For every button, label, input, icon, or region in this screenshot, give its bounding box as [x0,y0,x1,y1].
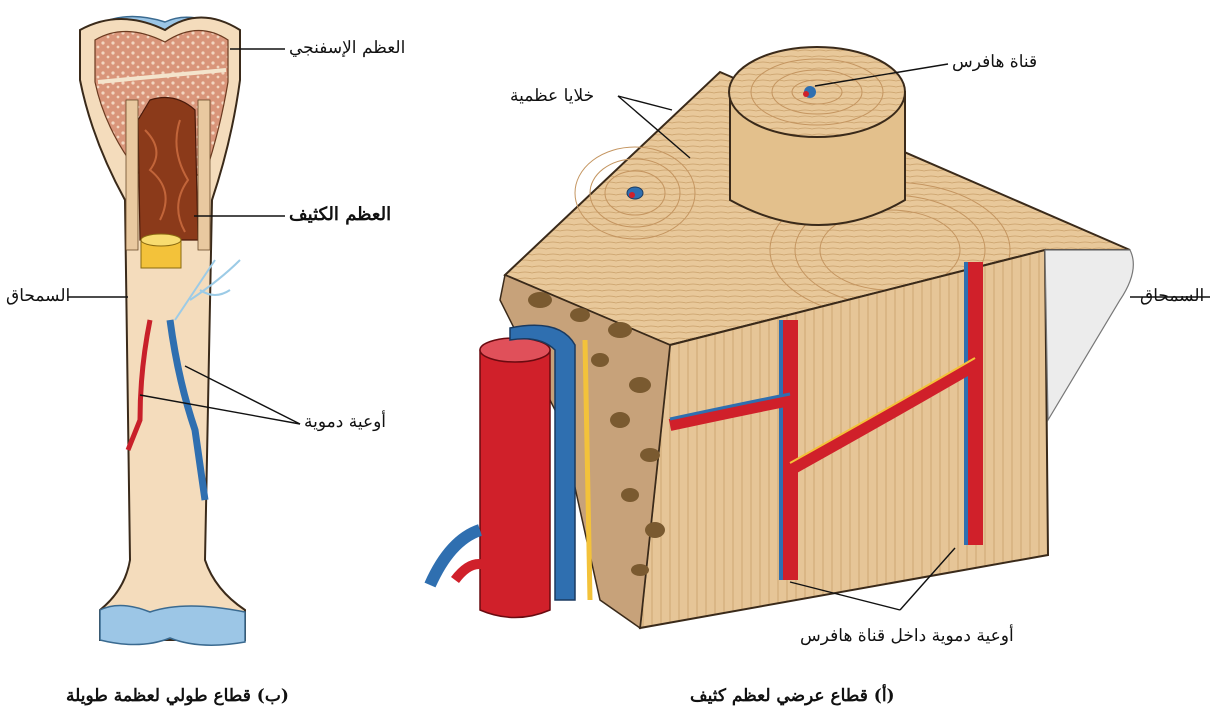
articular-cartilage-bottom [100,605,245,645]
osteon-top [729,47,905,137]
label-blood-vessels: أوعية دموية [304,414,386,431]
label-periosteum-a: السمحاق [1140,288,1204,305]
marrow-cavity [138,98,198,240]
compact-bone-block [430,47,1133,628]
label-haversian-canal: قناة هافرس [952,54,1037,71]
label-compact-bone: العظم الكثيف [289,206,391,224]
haversian-canal-small [627,187,643,199]
label-vessels-in-canal: أوعية دموية داخل قناة هافرس [800,628,1014,645]
label-spongy-bone: العظم الإسفنجي [289,40,405,57]
caption-figure-b: (ب) قطاع طولي لعظمة طويلة [66,686,289,706]
periosteum-sheet [1045,250,1133,420]
long-bone-figure [80,17,245,646]
large-artery [480,343,550,618]
label-periosteum-b: السمحاق [6,288,70,305]
caption-figure-a: (أ) قطاع عرضي لعظم كثيف [690,686,895,706]
label-bone-cells: خلايا عظمية [510,88,594,105]
